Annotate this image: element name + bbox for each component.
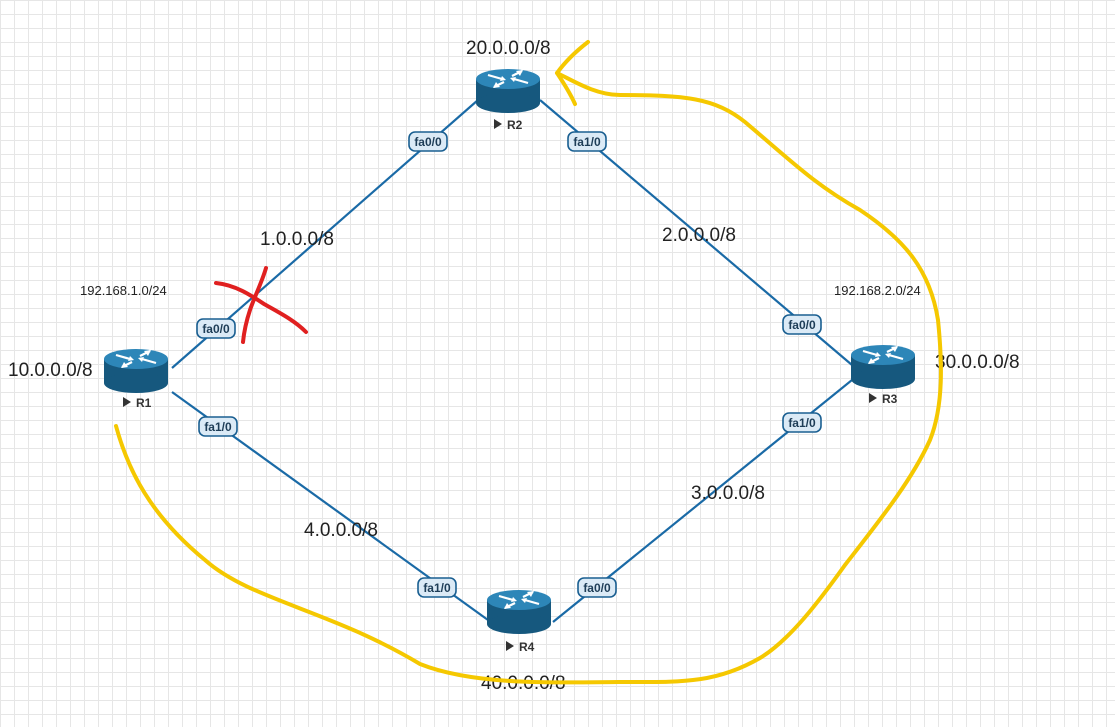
svg-text:fa0/0: fa0/0 [414,135,442,149]
interface-r2-fa0-0[interactable]: fa0/0 [408,131,448,152]
network-label-r1-loopback: 10.0.0.0/8 [8,360,93,381]
router-r2[interactable] [474,67,542,115]
network-label-r2-r3: 2.0.0.0/8 [662,225,736,246]
interface-r1-fa1-0[interactable]: fa1/0 [198,416,238,437]
router-r3[interactable] [849,343,917,391]
svg-text:fa0/0: fa0/0 [788,318,816,332]
network-label-r3-loopback: 30.0.0.0/8 [935,352,1020,373]
svg-text:R3: R3 [882,392,898,406]
router-r4[interactable] [485,588,553,636]
link-failure-mark [214,266,308,344]
interface-r3-fa1-0[interactable]: fa1/0 [782,412,822,433]
interface-r3-fa0-0[interactable]: fa0/0 [782,314,822,335]
router-label-r1: R1 [123,396,152,410]
network-label-r1-r2: 1.0.0.0/8 [260,229,334,250]
network-label-r1-lan: 192.168.1.0/24 [80,283,167,298]
svg-text:R2: R2 [507,118,523,132]
svg-text:R4: R4 [519,640,535,654]
svg-text:fa0/0: fa0/0 [583,581,611,595]
network-label-r1-r4: 4.0.0.0/8 [304,520,378,541]
svg-text:fa1/0: fa1/0 [573,135,601,149]
router-label-r3: R3 [869,392,898,406]
network-label-r3-r4: 3.0.0.0/8 [691,483,765,504]
svg-text:fa0/0: fa0/0 [202,322,230,336]
interface-r4-fa1-0[interactable]: fa1/0 [417,577,457,598]
interface-r4-fa0-0[interactable]: fa0/0 [577,577,617,598]
svg-text:R1: R1 [136,396,152,410]
network-label-r2-loopback: 20.0.0.0/8 [466,38,551,59]
interface-r2-fa1-0[interactable]: fa1/0 [567,131,607,152]
router-r1[interactable] [102,347,170,395]
alternate-path-arrow [114,40,943,685]
interface-r1-fa0-0[interactable]: fa0/0 [196,318,236,339]
svg-text:fa1/0: fa1/0 [423,581,451,595]
network-label-r3-lan: 192.168.2.0/24 [834,283,921,298]
svg-text:fa1/0: fa1/0 [204,420,232,434]
svg-text:fa1/0: fa1/0 [788,416,816,430]
router-label-r2: R2 [494,118,523,132]
router-label-r4: R4 [506,640,535,654]
